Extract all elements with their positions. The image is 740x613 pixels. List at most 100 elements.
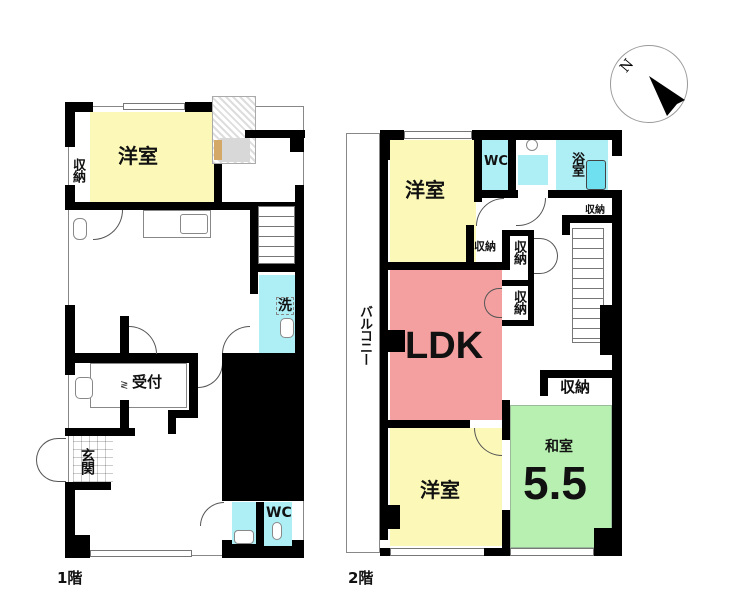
f1-western-room [90, 112, 214, 202]
wall [65, 482, 111, 490]
f2-wc [482, 138, 508, 190]
f1-storage-label: 収納 [70, 158, 85, 182]
floor-1-plan: 洋室 収納 洗 受付 ≷ 玄関 [0, 0, 330, 613]
wall [65, 185, 75, 210]
f2-japanese-room [510, 405, 612, 548]
window [90, 550, 192, 557]
wall [502, 230, 532, 236]
wall [528, 230, 534, 326]
window [390, 548, 486, 556]
f1-reception-counter [90, 363, 187, 408]
f1-reception-zigzag: ≷ [120, 380, 129, 391]
wall [380, 548, 390, 556]
floor-1-label: 1階 [57, 569, 83, 587]
wall [562, 215, 570, 235]
f2-ldk [390, 270, 502, 420]
f2-stairs [572, 228, 604, 343]
f2-balcony-label: バルコニー [357, 305, 372, 365]
wall [502, 320, 534, 326]
wall [594, 528, 622, 556]
wall [295, 185, 304, 365]
wall [65, 428, 135, 436]
f2-western-room-top [390, 140, 476, 262]
wall [600, 305, 612, 355]
f2-wash-basin [526, 139, 538, 151]
f2-western-room-top-label: 洋室 [405, 178, 445, 202]
wall [466, 225, 474, 265]
f1-reception-basin [75, 377, 93, 399]
f2-door [476, 198, 504, 226]
wall [484, 548, 510, 556]
f2-bathtub [586, 160, 606, 190]
wall [65, 202, 301, 210]
wall [380, 262, 504, 270]
f2-bath-label: 浴室 [569, 152, 584, 176]
wall [65, 482, 75, 558]
f1-western-room-label: 洋室 [118, 144, 158, 168]
wall [256, 502, 264, 550]
f2-door [534, 238, 558, 274]
f1-reception-label: 受付 [132, 373, 163, 391]
wall [612, 130, 622, 156]
wall [384, 505, 400, 529]
wall [168, 410, 176, 434]
wall [380, 140, 388, 540]
wall [65, 102, 93, 112]
wall [502, 510, 510, 550]
f2-western-room-bottom-label: 洋室 [420, 478, 460, 502]
north-arrow-icon [649, 76, 685, 116]
f1-washroom-label: 洗 [276, 297, 294, 315]
wall [540, 370, 612, 378]
f2-storage-bath-label: 収納 [585, 205, 605, 216]
compass: N [610, 45, 688, 123]
f1-stairs [258, 206, 295, 264]
f2-storage-d-label: 収納 [560, 378, 591, 396]
f1-step [220, 138, 250, 162]
f2-washroom [518, 155, 548, 185]
wall [250, 206, 258, 294]
f1-wc-basin [234, 530, 254, 544]
wall [65, 353, 198, 363]
f2-wc-label: WC [484, 154, 508, 169]
f1-entrance-label: 玄関 [79, 448, 95, 474]
f2-storage-a-label: 収納 [474, 240, 496, 253]
wall [502, 280, 532, 286]
f1-door-wood [214, 140, 222, 160]
window [510, 548, 594, 556]
wall [562, 215, 622, 223]
wall [612, 190, 622, 550]
wall [508, 130, 516, 195]
wall [474, 130, 482, 202]
f1-wash-basin [280, 318, 294, 338]
f1-entrance-floor [73, 436, 113, 482]
wall [548, 190, 622, 198]
f2-storage-c-label: 収納 [511, 290, 526, 314]
wall [474, 190, 518, 198]
f2-japanese-room-label: 和室 [545, 439, 573, 455]
wall [380, 420, 470, 428]
wall [250, 264, 304, 272]
f1-toilet [272, 522, 282, 540]
floor-2-label: 2階 [348, 569, 374, 587]
f2-storage-b-label: 収納 [511, 240, 526, 264]
f2-door [516, 198, 546, 226]
window [123, 103, 185, 110]
wall [120, 400, 129, 430]
wall [385, 330, 405, 352]
f2-japanese-room-size: 5.5 [523, 457, 587, 509]
f1-sink [180, 214, 208, 234]
wall [185, 102, 221, 112]
wall [168, 410, 198, 418]
window [404, 131, 472, 139]
wall [75, 535, 90, 555]
wall [540, 370, 548, 396]
wall [380, 130, 404, 140]
wall [65, 305, 75, 375]
f2-ldk-label: LDK [405, 325, 484, 367]
wall [245, 130, 305, 138]
wall [65, 102, 75, 147]
wall [290, 130, 304, 152]
f2-balcony [346, 133, 380, 553]
wall [120, 316, 129, 360]
